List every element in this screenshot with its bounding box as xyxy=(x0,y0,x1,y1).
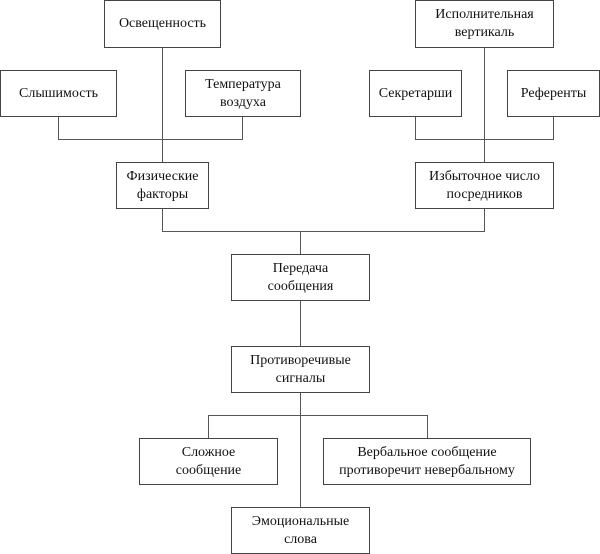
node-label: Исполнительная xyxy=(435,7,534,22)
node-label: Избыточное число xyxy=(429,168,540,184)
node-label: Референты xyxy=(520,85,587,101)
node-complex-message: Сложное сообщение xyxy=(139,438,278,485)
node-message-transfer: Передача сообщения xyxy=(231,254,370,301)
node-label: Вербальное сообщение xyxy=(357,444,497,460)
node-label: Температура xyxy=(205,76,281,92)
node-label: Физические xyxy=(126,168,199,184)
node-contradictory-signals: Противоречивые сигналы xyxy=(231,346,370,393)
node-label: факторы xyxy=(136,186,189,202)
node-air-temperature: Температура воздуха xyxy=(185,70,301,117)
node-label: Передача xyxy=(272,260,329,276)
node-illumination: Освещенность xyxy=(104,0,221,48)
connector-secretaries-referents xyxy=(415,116,554,140)
node-label: сообщения xyxy=(267,278,334,294)
node-label: посредников xyxy=(446,186,523,202)
node-referents: Референты xyxy=(507,70,600,117)
node-label: Противоречивые xyxy=(250,352,351,368)
node-label: воздуха xyxy=(220,94,266,110)
node-label: сигналы xyxy=(275,370,326,386)
node-audibility: Слышимость xyxy=(0,70,117,117)
node-executive-vertical: Исполнительная вертикаль xyxy=(415,0,554,48)
node-verbal-contradicts-nonverbal: Вербальное сообщение противоречит неверба… xyxy=(323,438,531,485)
node-emotional-words: Эмоциональные слова xyxy=(231,507,370,554)
node-label: Сложное xyxy=(181,444,236,460)
connector-factors-transfer xyxy=(162,208,485,254)
node-label: Секретарши xyxy=(378,85,453,101)
node-secretaries: Секретарши xyxy=(369,70,462,117)
node-physical-factors: Физические факторы xyxy=(116,162,209,209)
connector-signals-branches xyxy=(208,415,428,438)
node-label: Слышимость xyxy=(19,85,98,101)
node-excess-intermediaries: Избыточное число посредников xyxy=(415,162,554,209)
node-label: сообщение xyxy=(175,462,242,478)
node-label: вертикаль xyxy=(454,25,515,40)
node-label: противоречит невербальному xyxy=(339,462,515,478)
connector-audibility-temperature xyxy=(58,116,243,140)
node-label: Эмоциональные xyxy=(251,513,350,529)
node-label: слова xyxy=(284,531,317,547)
node-label: Освещенность xyxy=(118,16,207,31)
